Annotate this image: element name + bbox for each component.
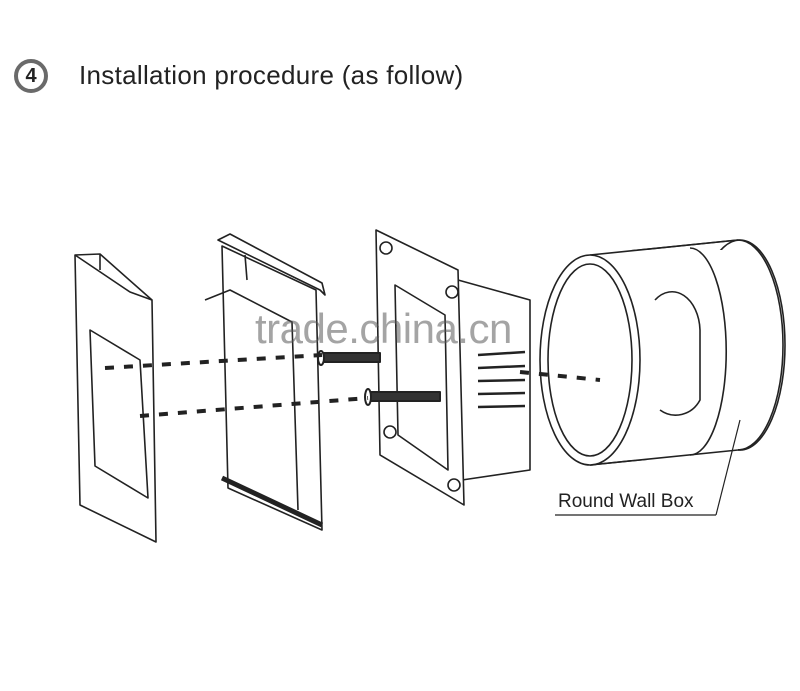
step-number: 4 [25,64,37,87]
page-title: Installation procedure (as follow) [79,60,464,90]
label-leader-line [555,419,741,516]
step-number-badge: 4 [14,59,48,93]
screws [317,350,441,406]
front-cover-frame [74,253,157,543]
alignment-dashed-lines [104,353,601,418]
round-wall-box-label: Round Wall Box [558,491,694,512]
round-wall-box [539,239,786,466]
middle-frame [204,233,326,531]
switch-module [375,229,531,506]
watermark: trade.china.cn [255,305,512,352]
